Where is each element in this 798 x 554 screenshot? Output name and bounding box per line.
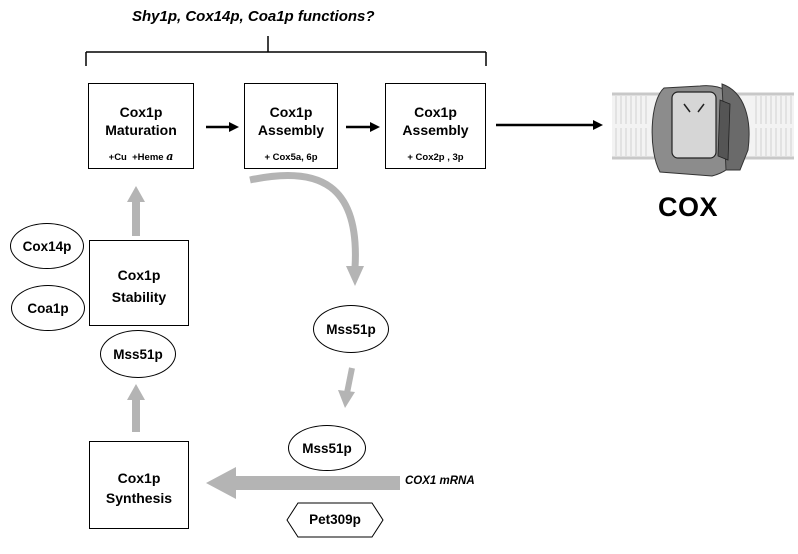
maturation-cofactors: +Cu +Heme a: [89, 150, 193, 163]
arrow-mss51p-recycle: [338, 367, 355, 408]
stability-title-line2: Stability: [111, 289, 167, 305]
assembly2-subunits: + Cox2p , 3p: [407, 152, 464, 163]
pet309p-label: Pet309p: [309, 512, 361, 527]
assembly2-title-line2: Assembly: [402, 122, 469, 138]
maturation-title-line2: Maturation: [105, 122, 177, 138]
cox1-mrna-label: COX1 mRNA: [405, 475, 475, 487]
synthesis-title-line1: Cox1p: [117, 470, 161, 486]
heme-a-italic: a: [166, 150, 174, 163]
functions-question: Shy1p, Cox14p, Coa1p functions?: [132, 8, 375, 25]
cox14p-oval: Cox14p: [10, 223, 84, 269]
pet309p-hexagon: [286, 502, 384, 538]
cox1p-synthesis-box: Cox1p Synthesis: [89, 441, 189, 529]
assembly1-title-line1: Cox1p: [269, 104, 313, 120]
stability-title-line1: Cox1p: [117, 267, 161, 283]
cox-label: COX: [658, 192, 719, 222]
coa1p-oval: Coa1p: [11, 285, 85, 331]
synthesis-title-line2: Synthesis: [105, 490, 173, 506]
arrow-mrna-to-synthesis: [206, 467, 400, 499]
arrow-synthesis-to-stability: [127, 384, 145, 432]
maturation-cofactors-text: +Cu +Heme: [108, 152, 167, 163]
cox1p-maturation-box: Cox1p Maturation +Cu +Heme a: [88, 83, 194, 169]
mss51p-stability-oval: Mss51p: [100, 330, 176, 378]
arrow-stability-to-maturation: [127, 186, 145, 236]
cox1p-assembly-box-2: Cox1p Assembly + Cox2p , 3p: [385, 83, 486, 169]
mss51p-released-oval: Mss51p: [313, 305, 389, 353]
maturation-title-line1: Cox1p: [119, 104, 163, 120]
cox1p-assembly-box-1: Cox1p Assembly + Cox5a, 6p: [244, 83, 338, 169]
mss51p-mrna-oval: Mss51p: [288, 425, 366, 471]
cox1p-stability-box: Cox1p Stability: [89, 240, 189, 326]
cox-membrane-illustration: [612, 83, 794, 177]
assembly1-subunits: + Cox5a, 6p: [264, 152, 318, 163]
assembly1-title-line2: Assembly: [257, 122, 325, 138]
cox-complex-icon: [651, 83, 750, 177]
functions-bracket: [85, 36, 487, 66]
arrow-mss51p-release: [249, 171, 364, 286]
assembly2-title-line1: Cox1p: [414, 104, 457, 120]
